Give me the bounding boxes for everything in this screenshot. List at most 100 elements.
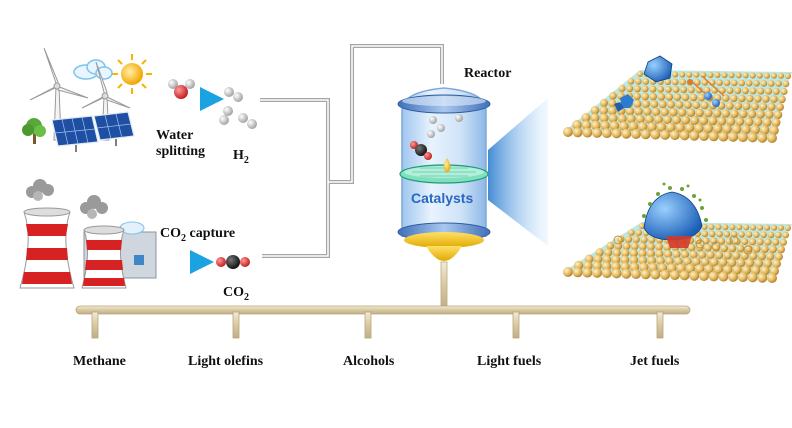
lattice-atom [725, 101, 734, 110]
lattice-atom [718, 271, 729, 282]
lattice-atom [641, 100, 650, 108]
lattice-atom [581, 113, 591, 122]
lattice-atom [693, 71, 700, 78]
lattice-atom [757, 87, 765, 95]
lattice-atom [691, 257, 701, 266]
lattice-atom [622, 242, 631, 251]
lattice-atom [672, 250, 681, 259]
renewable-energy-scene [22, 47, 152, 152]
lattice-atom [765, 110, 774, 119]
lattice-atom [641, 92, 649, 101]
lattice-atom [726, 87, 734, 94]
lattice-atom [756, 238, 764, 246]
lattice-atom [731, 79, 738, 87]
lattice-atom [708, 271, 719, 282]
lattice-atom [660, 107, 669, 117]
lattice-atom [664, 78, 672, 86]
lattice-atom [638, 255, 648, 265]
zoom-beam [488, 98, 548, 246]
lattice-atom [572, 127, 583, 138]
product-pipes [75, 305, 691, 339]
lattice-atom [620, 255, 630, 265]
lattice-atom [782, 80, 790, 88]
lattice-atom [618, 85, 626, 92]
lattice-atom [772, 238, 780, 246]
lattice-atom [617, 235, 625, 243]
lattice-atom [657, 93, 666, 101]
lattice-atom [606, 241, 615, 250]
lattice-atom [627, 78, 635, 85]
lattice-atom [729, 224, 736, 231]
lattice-atom [592, 127, 603, 138]
lattice-atom [675, 100, 684, 109]
lattice-atom [683, 100, 692, 109]
lattice-atom [687, 86, 695, 94]
lattice-atom [747, 132, 758, 143]
lattice-atom [728, 131, 739, 142]
lattice-atom [680, 250, 690, 259]
lattice-atom [664, 85, 672, 93]
lattice-atom [604, 248, 613, 257]
lattice-atom [701, 230, 709, 238]
lattice-atom [777, 245, 785, 254]
lattice-atom [611, 255, 621, 264]
lattice-atom [635, 114, 645, 124]
lattice-atom [666, 122, 676, 133]
lattice-atom [681, 115, 690, 125]
lattice-atom [754, 258, 764, 268]
lattice-atom [656, 122, 667, 132]
lattice-atom [695, 86, 703, 94]
lattice-atom [689, 270, 700, 281]
lattice-atom [685, 263, 696, 274]
lattice-atom [644, 114, 654, 124]
lattice-atom [682, 257, 692, 266]
lattice-atom [639, 223, 645, 229]
lattice-atom [591, 120, 601, 131]
lattice-atom [744, 117, 754, 127]
lattice-atom [708, 224, 715, 230]
lattice-atom [745, 258, 755, 268]
lattice-atom [600, 99, 608, 107]
lattice-atom [699, 131, 709, 141]
lattice-atom [748, 238, 757, 246]
lattice-atom [715, 224, 722, 230]
lattice-atom [738, 79, 745, 87]
lattice-atom [728, 244, 737, 253]
lattice-atom [715, 251, 724, 260]
lattice-atom [629, 255, 639, 265]
lattice-atom [692, 101, 701, 110]
sun-icon [112, 54, 152, 94]
lattice-atom [626, 114, 636, 124]
lattice-atom [717, 116, 727, 126]
lattice-atom [713, 264, 724, 274]
lattice-atom [563, 127, 573, 137]
lattice-atom [767, 231, 775, 239]
co2-label: CO2 [223, 285, 249, 306]
lattice-atom [601, 268, 612, 279]
lattice-atom [747, 109, 757, 119]
lattice-atom [647, 242, 655, 251]
lattice-atom [679, 130, 690, 141]
lattice-atom [769, 245, 777, 254]
lattice-atom [700, 257, 710, 267]
lattice-atom [764, 238, 772, 246]
lattice-atom [699, 116, 709, 126]
lattice-atom [761, 245, 769, 254]
lattice-atom [695, 108, 704, 118]
lattice-atom [686, 108, 696, 117]
lattice-atom [628, 121, 639, 132]
lattice-atom [602, 254, 612, 264]
lattice-atom [729, 94, 738, 103]
lattice-atom [760, 231, 767, 239]
co2-capture-rest: capture [186, 226, 236, 241]
lattice-atom [698, 250, 707, 259]
lattice-atom [608, 99, 617, 108]
lattice-atom [753, 117, 763, 127]
lattice-atom [759, 102, 768, 111]
lattice-atom [640, 129, 651, 140]
lattice-atom [673, 93, 682, 101]
lattice-atom [592, 267, 603, 278]
lattice-atom [653, 114, 663, 124]
lattice-atom [609, 121, 620, 131]
